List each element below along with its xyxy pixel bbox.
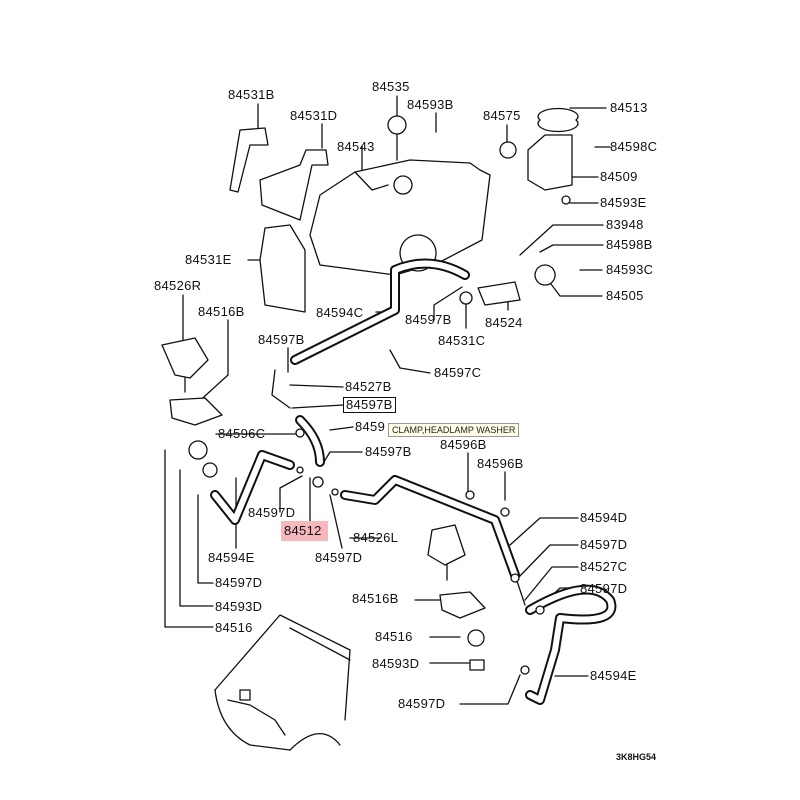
part-label-84593B[interactable]: 84593B (407, 97, 454, 112)
washer-tank (309, 115, 491, 276)
part-label-84597C[interactable]: 84597C (434, 365, 482, 380)
leader-lines (164, 95, 611, 705)
part-label-84594D[interactable]: 84594D (580, 510, 628, 525)
part-label-84597D[interactable]: 84597D (580, 537, 628, 552)
part-label-84531E[interactable]: 84531E (185, 252, 232, 267)
part-label-84597D[interactable]: 84597D (580, 581, 628, 596)
part-label-84516[interactable]: 84516 (215, 620, 253, 635)
part-label-84597D[interactable]: 84597D (398, 696, 446, 711)
part-label-84596B-hidden[interactable]: 84596B (440, 437, 487, 452)
hoses (210, 258, 617, 705)
part-label-84526R[interactable]: 84526R (154, 278, 202, 293)
part-label-84597B[interactable]: 84597B (258, 332, 305, 347)
nozzles-covers (161, 337, 545, 675)
part-label-84513[interactable]: 84513 (610, 100, 648, 115)
part-label-84594E[interactable]: 84594E (208, 550, 255, 565)
part-label-8459-partial[interactable]: 8459 (355, 419, 386, 434)
car-outline (214, 614, 351, 751)
part-label-84593C[interactable]: 84593C (606, 262, 654, 277)
part-label-84526L[interactable]: 84526L (353, 530, 399, 545)
part-label-84531C[interactable]: 84531C (438, 333, 486, 348)
part-label-83948[interactable]: 83948 (606, 217, 644, 232)
part-label-84516B[interactable]: 84516B (352, 591, 399, 606)
part-label-84594E[interactable]: 84594E (590, 668, 637, 683)
part-label-84598C[interactable]: 84598C (610, 139, 658, 154)
part-label-84535[interactable]: 84535 (372, 79, 410, 94)
part-label-84597D[interactable]: 84597D (215, 575, 263, 590)
part-label-84596B[interactable]: 84596B (477, 456, 524, 471)
part-label-84531D[interactable]: 84531D (290, 108, 338, 123)
part-tooltip: CLAMP,HEADLAMP WASHER (388, 423, 520, 437)
part-label-84597B[interactable]: 84597B (405, 312, 452, 327)
part-label-84593E[interactable]: 84593E (600, 195, 647, 210)
pump-motor (459, 107, 579, 306)
part-label-84597D[interactable]: 84597D (248, 505, 296, 520)
part-label-84509[interactable]: 84509 (600, 169, 638, 184)
part-label-84531B[interactable]: 84531B (228, 87, 275, 102)
part-label-84596C[interactable]: 84596C (218, 426, 266, 441)
part-label-84527C[interactable]: 84527C (580, 559, 628, 574)
brackets (229, 127, 329, 313)
part-label-84516[interactable]: 84516 (375, 629, 413, 644)
part-label-84516B[interactable]: 84516B (198, 304, 245, 319)
part-label-84505[interactable]: 84505 (606, 288, 644, 303)
part-label-84597B[interactable]: 84597B (365, 444, 412, 459)
part-label-84597B-boxed[interactable]: 84597B (343, 397, 396, 413)
part-label-84512-highlighted[interactable]: 84512 (281, 521, 328, 541)
part-label-84524[interactable]: 84524 (485, 315, 523, 330)
diagram-code: 3K8HG54 (616, 752, 657, 762)
part-label-84597D[interactable]: 84597D (315, 550, 363, 565)
part-label-84593D[interactable]: 84593D (372, 656, 420, 671)
part-label-84543[interactable]: 84543 (337, 139, 375, 154)
part-label-84593D[interactable]: 84593D (215, 599, 263, 614)
part-label-84575[interactable]: 84575 (483, 108, 521, 123)
part-label-84594C[interactable]: 84594C (316, 305, 364, 320)
part-label-84527B[interactable]: 84527B (345, 379, 392, 394)
part-label-84598B[interactable]: 84598B (606, 237, 653, 252)
